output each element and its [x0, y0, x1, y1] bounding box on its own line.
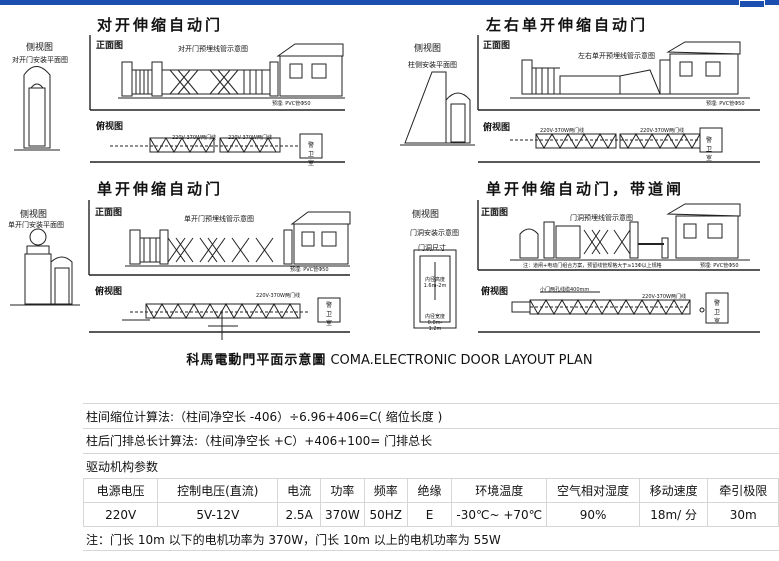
top-accent-bar	[0, 0, 779, 5]
spec-header-cell: 功率	[320, 478, 365, 503]
spec-value-cell: 90%	[546, 502, 640, 527]
formula-retraction: 柱间缩位计算法:（柱间净空长 -406）÷6.96+406=C( 缩位长度 )	[86, 410, 443, 424]
quadrant-4-cable-right: 220V-370W两门线	[642, 294, 686, 300]
quadrant-4-dim-width: 内径宽度 0.8m-1.2m	[424, 314, 445, 332]
spec-value-row: 220V 5V-12V 2.5A 370W 50HZ E -30℃~ +70℃ …	[82, 502, 779, 527]
spec-value-cell: 5V-12V	[157, 502, 279, 527]
spec-header-cell: 空气相对湿度	[546, 478, 640, 503]
divider	[83, 403, 779, 404]
quadrant-3-side-caption: 单开门安装平面图	[8, 221, 64, 229]
quadrant-2-side-label: 侧视图	[414, 44, 442, 54]
quadrant-4-title: 单开伸缩自动门，带道闸	[486, 180, 685, 198]
quadrant-3-front-caption: 单开门预埋线管示意图	[184, 215, 254, 223]
quadrant-3-cable-right: 220V-370W两门线	[256, 293, 300, 299]
spec-value-cell: 220V	[82, 502, 159, 527]
quadrant-4-side-label: 侧视图	[412, 210, 440, 220]
spec-value-cell: 18m/ 分	[638, 502, 709, 527]
quadrant-1-front-label: 正面图	[96, 41, 124, 51]
quadrant-4-dim-label: 门洞尺寸	[418, 244, 446, 252]
quadrant-3-side-label: 侧视图	[20, 210, 48, 220]
power-note: 注：门长 10m 以下的电机功率为 370W，门长 10m 以上的电机功率为 5…	[86, 533, 501, 547]
quadrant-2-title: 左右单开伸缩自动门	[486, 16, 649, 34]
spec-value-cell: 2.5A	[277, 502, 322, 527]
quadrant-2-guard-label: 警卫室	[706, 137, 713, 162]
formula-total-length: 柱后门排总长计算法:（柱间净空长 +C）+406+100= 门排总长	[86, 434, 433, 448]
layout-plan-title-cn: 科馬電動門平面示意圖	[186, 353, 327, 368]
quadrant-1-top-label: 俯视图	[96, 122, 124, 132]
spec-value-cell: -30℃~ +70℃	[451, 502, 548, 527]
quadrant-4-front-note: 注：道闸+电动门组合方案，预留线管规格大于≥13Φ以上规格	[523, 263, 662, 269]
divider	[83, 428, 779, 429]
quadrant-2-side-caption: 柱侧安装平面图	[408, 61, 457, 69]
spec-value-cell: 50HZ	[363, 502, 408, 527]
quadrant-4-pipe-label: 预埋: PVC管Φ50	[700, 263, 739, 269]
quadrant-4-top-label: 俯视图	[481, 287, 509, 297]
spec-value-cell: E	[406, 502, 453, 527]
spec-value-cell: 30m	[707, 502, 779, 527]
quadrant-3-pipe-label: 预埋: PVC管Φ50	[290, 267, 329, 273]
spec-table: 电源电压 控制电压(直流) 电流 功率 频率 绝缘 环境温度 空气相对湿度 移动…	[82, 478, 779, 527]
quadrant-4-cable-left: 小门两孔线缆400mm	[540, 287, 590, 293]
quadrant-1-side-label: 侧视图	[26, 43, 54, 53]
quadrant-1-front-caption: 对开门预埋线管示意图	[178, 45, 248, 53]
quadrant-2-top-label: 俯视图	[483, 123, 511, 133]
quadrant-2-pipe-label: 预埋: PVC管Φ50	[706, 101, 745, 107]
quadrant-4-front-caption: 门洞预埋线管示意图	[570, 214, 633, 222]
spec-header-cell: 环境温度	[451, 478, 548, 503]
quadrant-1-guard-label: 警卫室	[308, 142, 315, 167]
spec-header-cell: 移动速度	[638, 478, 709, 503]
corner-button[interactable]	[739, 0, 765, 8]
spec-header-cell: 控制电压(直流)	[157, 478, 279, 503]
quadrant-3-guard-label: 警卫室	[326, 302, 333, 327]
quadrant-4-front-label: 正面图	[481, 208, 509, 218]
layout-plan-title: 科馬電動門平面示意圖 COMA.ELECTRONIC DOOR LAYOUT P…	[0, 349, 779, 368]
quadrant-2-front-caption: 左右单开预埋线管示意图	[578, 52, 655, 60]
spec-header-cell: 牵引极限	[707, 478, 779, 503]
quadrant-1-pipe-label: 预埋: PVC管Φ50	[272, 101, 311, 107]
quadrant-3-top-label: 俯视图	[95, 287, 123, 297]
divider	[83, 453, 779, 454]
quadrant-1-title: 对开伸缩自动门	[97, 16, 224, 34]
quadrant-4-guard-label: 警卫室	[714, 300, 721, 325]
spec-header-cell: 绝缘	[406, 478, 453, 503]
quadrant-2-front-label: 正面图	[483, 41, 511, 51]
quadrant-3-front-label: 正面图	[95, 208, 123, 218]
spec-value-cell: 370W	[320, 502, 365, 527]
quadrant-1-side-caption: 对开门安装平面图	[12, 56, 68, 64]
divider	[83, 550, 779, 551]
spec-header-cell: 电源电压	[82, 478, 159, 503]
quadrant-3-title: 单开伸缩自动门	[97, 180, 224, 198]
spec-header-cell: 频率	[363, 478, 408, 503]
spec-header-cell: 电流	[277, 478, 322, 503]
quadrant-4-side-caption: 门洞安装示意图	[410, 229, 459, 237]
layout-plan-title-en: COMA.ELECTRONIC DOOR LAYOUT PLAN	[330, 353, 593, 368]
quadrant-2-cable-right: 220V-370W两门线	[640, 128, 684, 134]
spec-section-title: 驱动机构参数	[86, 460, 159, 474]
quadrant-2-cable-left: 220V-370W两门线	[540, 128, 584, 134]
spec-header-row: 电源电压 控制电压(直流) 电流 功率 频率 绝缘 环境温度 空气相对湿度 移动…	[82, 478, 779, 503]
